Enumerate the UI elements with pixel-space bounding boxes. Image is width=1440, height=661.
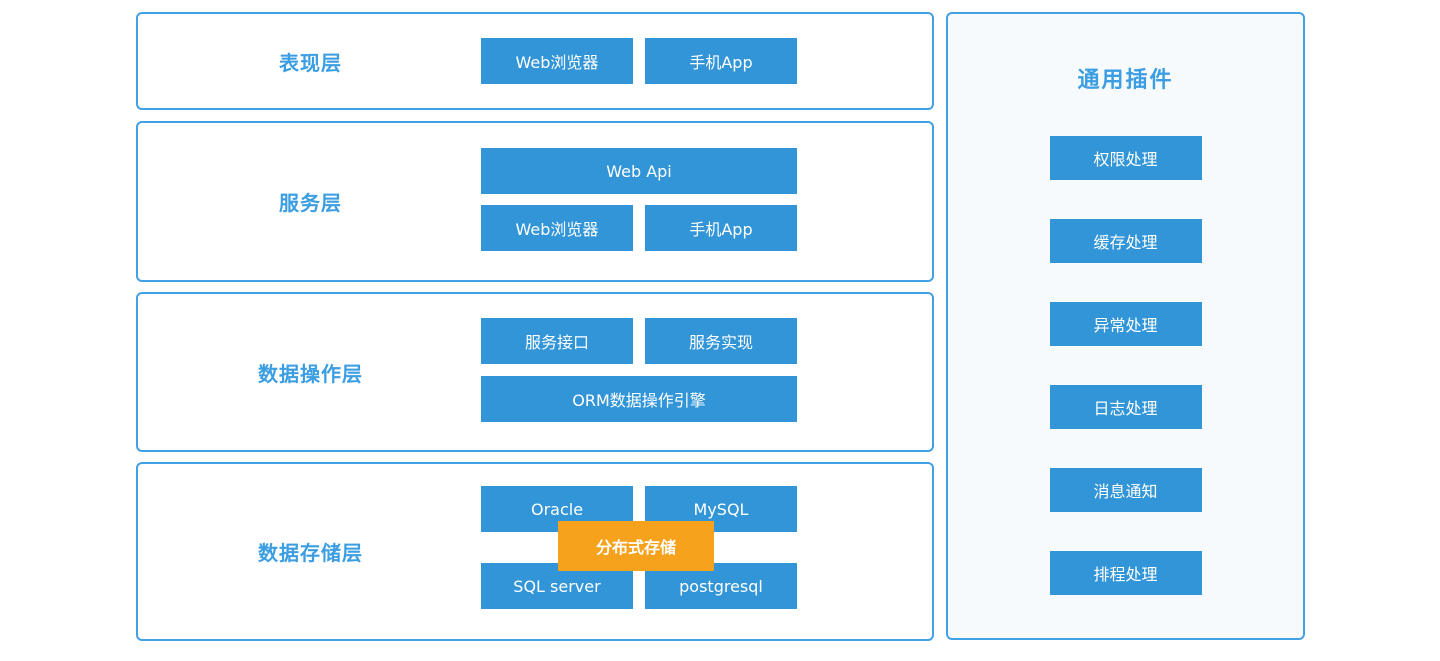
node-web-browser: Web浏览器 (481, 205, 633, 251)
layer-label-data-storage: 数据存储层 (258, 541, 363, 565)
layer-label-data-operation: 数据操作层 (258, 361, 363, 386)
node-distributed-storage: 分布式存储 (558, 521, 714, 571)
layer-label-service: 服务层 (279, 191, 342, 215)
node-web-browser: Web浏览器 (481, 38, 633, 84)
layer-box-data-operation: 数据操作层 服务接口 服务实现 ORM数据操作引擎 (136, 292, 934, 452)
node-service-interface: 服务接口 (481, 318, 633, 364)
layer-label-presentation: 表现层 (279, 50, 342, 75)
node-mobile-app: 手机App (645, 38, 797, 84)
node-postgresql: postgresql (645, 563, 797, 609)
plugin-node-message-notify: 消息通知 (1049, 468, 1202, 512)
node-mobile-app: 手机App (645, 205, 797, 251)
layer-box-data-storage: 数据存储层 Oracle MySQL SQL server postgresql… (136, 462, 934, 641)
plugins-list: 权限处理 缓存处理 异常处理 日志处理 消息通知 排程处理 (948, 136, 1303, 595)
node-service-implementation: 服务实现 (645, 318, 797, 364)
plugin-node-cache: 缓存处理 (1049, 219, 1202, 263)
node-web-api: Web Api (481, 148, 797, 194)
plugin-node-permission: 权限处理 (1049, 136, 1202, 180)
node-oracle: Oracle (481, 486, 633, 532)
plugin-node-exception: 异常处理 (1049, 302, 1202, 346)
node-sql-server: SQL server (481, 563, 633, 609)
plugins-panel: 通用插件 权限处理 缓存处理 异常处理 日志处理 消息通知 排程处理 (946, 12, 1305, 640)
node-orm-engine: ORM数据操作引擎 (481, 376, 797, 422)
layer-box-service: 服务层 Web Api Web浏览器 手机App (136, 121, 934, 282)
plugin-node-schedule: 排程处理 (1049, 551, 1202, 595)
plugins-panel-title: 通用插件 (1077, 68, 1174, 93)
layer-box-presentation: 表现层 Web浏览器 手机App (136, 12, 934, 110)
plugin-node-log: 日志处理 (1049, 385, 1202, 429)
